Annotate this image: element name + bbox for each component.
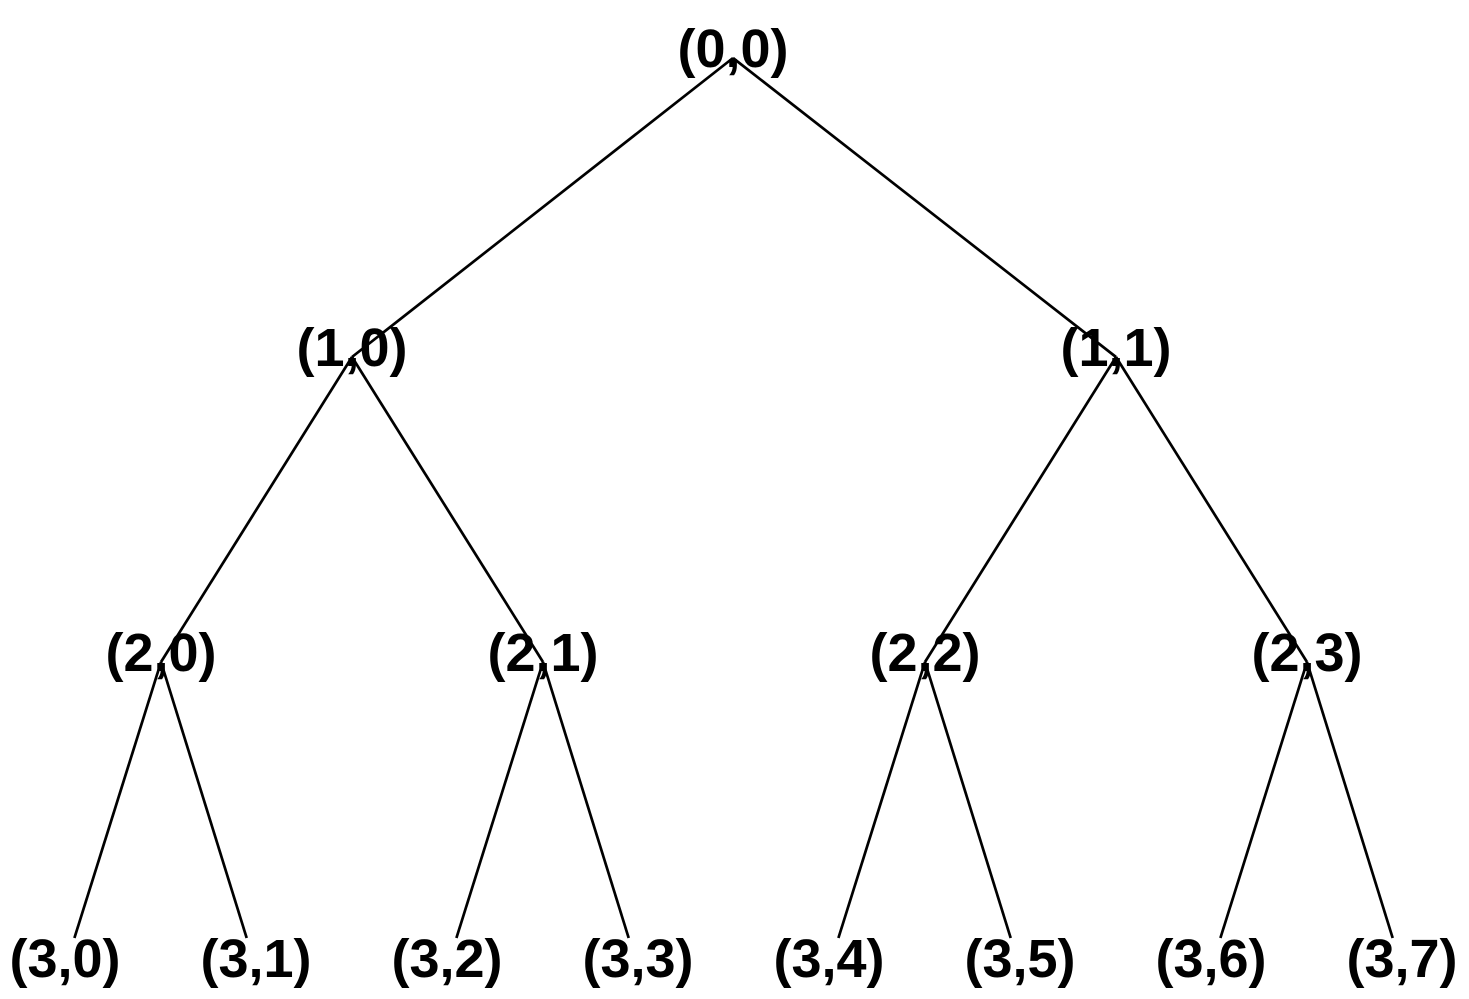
tree-edge-2-2-3-4 [837,661,927,939]
tree-node-label-3-1: (3,1) [200,929,311,989]
tree-node-label-2-1: (2,1) [487,623,598,683]
tree-edge-2-1-3-2 [455,661,545,939]
tree-node-label-3-7: (3,7) [1346,929,1457,989]
tree-node-label-2-0: (2,0) [105,623,216,683]
tree-node-label-3-6: (3,6) [1155,929,1266,989]
tree-edge-2-3-3-6 [1219,661,1309,939]
tree-node-label-1-0: (1,0) [296,318,407,378]
tree-node-label-3-2: (3,2) [391,929,502,989]
tree-node-label-3-0: (3,0) [9,929,120,989]
tree-edge-1-1-2-2 [923,356,1118,663]
tree-edge-2-2-3-5 [923,661,1012,939]
tree-edge-0-0-1-0 [351,56,734,359]
tree-node-label-3-4: (3,4) [773,929,884,989]
tree-edge-2-0-3-0 [73,661,163,939]
tree-edge-2-0-3-1 [159,661,248,939]
tree-edge-2-3-3-7 [1305,661,1394,939]
tree-node-label-2-3: (2,3) [1251,623,1362,683]
tree-node-label-2-2: (2,2) [869,623,980,683]
tree-node-label-3-3: (3,3) [582,929,693,989]
tree-edge-2-1-3-3 [541,661,630,939]
tree-node-label-0-0: (0,0) [677,19,788,79]
tree-edge-1-1-2-3 [1114,356,1309,663]
tree-node-label-1-1: (1,1) [1060,318,1171,378]
tree-node-label-3-5: (3,5) [964,929,1075,989]
tree-edge-0-0-1-1 [732,56,1117,359]
tree-edge-1-0-2-1 [350,356,545,663]
tree-edge-1-0-2-0 [159,356,354,663]
